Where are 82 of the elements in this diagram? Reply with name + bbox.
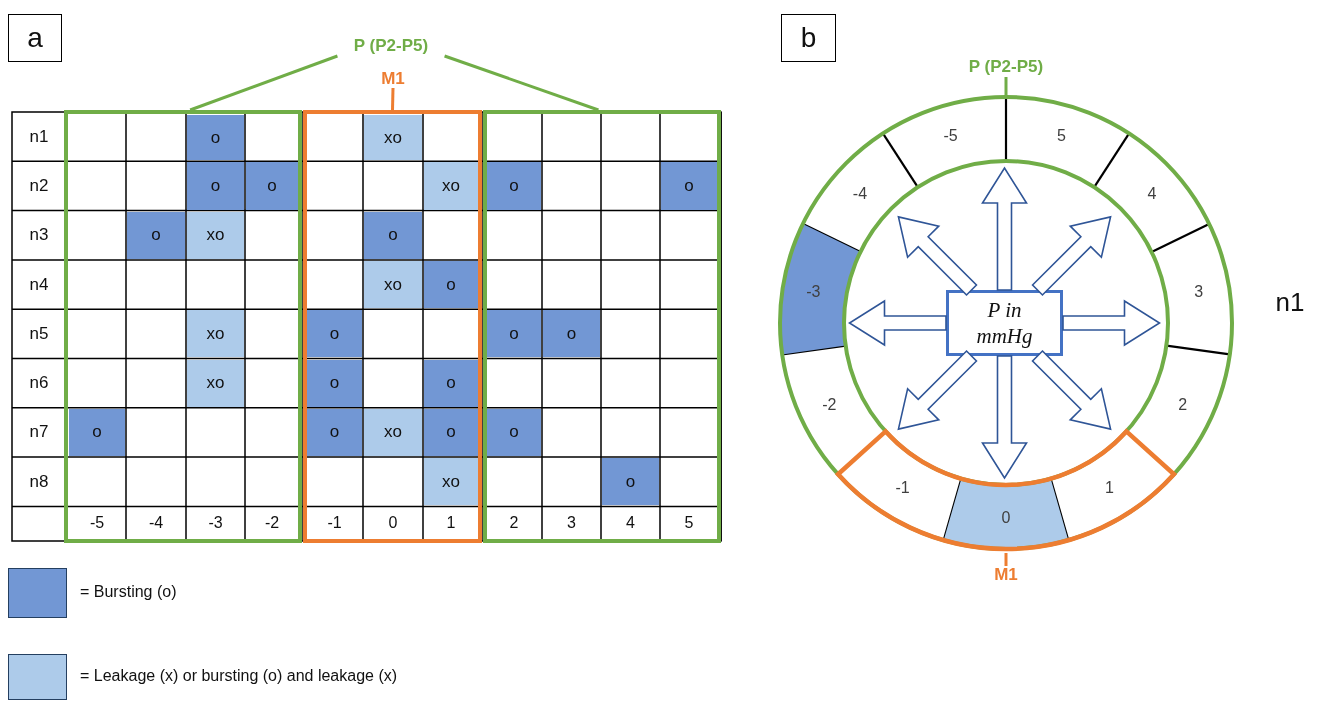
row-label: n7	[28, 421, 50, 444]
table-cell: o	[487, 408, 541, 457]
table-cell: o	[424, 359, 478, 407]
segment-label: 0	[1000, 508, 1012, 528]
group-frame	[64, 110, 302, 543]
group-frame	[483, 110, 721, 543]
table-cell: o	[69, 408, 125, 457]
row-label: n1	[28, 125, 50, 148]
axis-label: -1	[326, 512, 343, 533]
table-cell: xo	[187, 310, 244, 358]
label-box: P in mmHg	[946, 290, 1063, 356]
segment-label: 1	[1103, 478, 1115, 499]
leader-line	[189, 54, 338, 112]
table-cell: xo	[364, 408, 422, 457]
table-cell: xo	[364, 115, 422, 161]
table-cell: o	[543, 310, 600, 358]
axis-label: -2	[263, 512, 281, 533]
panel-label: b	[781, 14, 836, 62]
table-cell: o	[424, 408, 478, 457]
legend-label: = Bursting (o)	[80, 583, 177, 601]
table-cell: xo	[424, 162, 478, 210]
axis-label: 2	[508, 512, 520, 533]
axis-label: -3	[207, 512, 224, 533]
segment-label: -1	[894, 478, 911, 499]
axis-label: 5	[683, 512, 695, 533]
segment-label: -5	[942, 126, 959, 146]
row-label: n8	[28, 470, 50, 493]
axis-label: -5	[88, 512, 106, 533]
table-cell: o	[661, 162, 717, 210]
segment-label: -3	[805, 282, 822, 303]
segment-label: 4	[1146, 183, 1158, 204]
row-label: n4	[28, 273, 50, 296]
block-arrow	[848, 299, 947, 347]
legend-label: = Leakage (x) or bursting (o) and leakage (x)	[80, 667, 398, 685]
segment-label: 3	[1193, 282, 1205, 303]
table-cell: o	[424, 260, 478, 309]
block-arrow	[1031, 349, 1112, 431]
leader-line	[391, 87, 395, 111]
table-cell: xo	[364, 260, 422, 309]
table-cell: o	[246, 162, 298, 210]
group-label: P (P2-P5)	[949, 57, 1063, 77]
group-frame	[303, 110, 482, 543]
axis-label: 3	[566, 512, 577, 533]
group-label: M1	[375, 70, 411, 88]
block-arrow	[1031, 215, 1112, 297]
block-arrow	[897, 349, 978, 431]
leader-line	[444, 54, 599, 112]
axis-label: 0	[387, 512, 399, 533]
table-cell: o	[487, 310, 541, 358]
leader-line	[1004, 77, 1008, 95]
table-cell: o	[187, 162, 244, 210]
table-cell: o	[487, 162, 541, 210]
row-label: n5	[28, 322, 50, 345]
table-cell: o	[187, 115, 244, 161]
axis-label: -4	[147, 512, 165, 533]
axis-label: 1	[445, 512, 457, 533]
table-cell: o	[307, 408, 362, 457]
table-cell: o	[602, 458, 659, 506]
table-cell: o	[307, 310, 362, 358]
table-cell: o	[307, 359, 362, 407]
segment-label: -4	[851, 183, 869, 204]
table-cell: xo	[424, 458, 478, 506]
group-label: P (P2-P5)	[334, 36, 448, 56]
row-label: n1	[1274, 285, 1306, 319]
row-label: n2	[28, 174, 50, 197]
block-arrow	[981, 166, 1028, 291]
segment-label: -2	[821, 395, 838, 416]
row-label: n6	[28, 372, 50, 395]
block-arrow	[897, 215, 978, 297]
table-cell: xo	[187, 211, 244, 259]
block-arrow	[981, 355, 1028, 480]
segment-label: 2	[1177, 395, 1189, 416]
axis-label: 4	[625, 512, 636, 533]
leader-line	[1004, 553, 1008, 566]
table-cell: o	[127, 211, 185, 259]
table-cell: o	[364, 211, 422, 259]
table-cell: xo	[187, 359, 244, 407]
panel-label: a	[8, 14, 62, 62]
group-label: M1	[988, 566, 1024, 584]
row-label: n3	[28, 224, 50, 247]
segment-label: 5	[1055, 126, 1067, 146]
block-arrow	[1062, 299, 1161, 347]
